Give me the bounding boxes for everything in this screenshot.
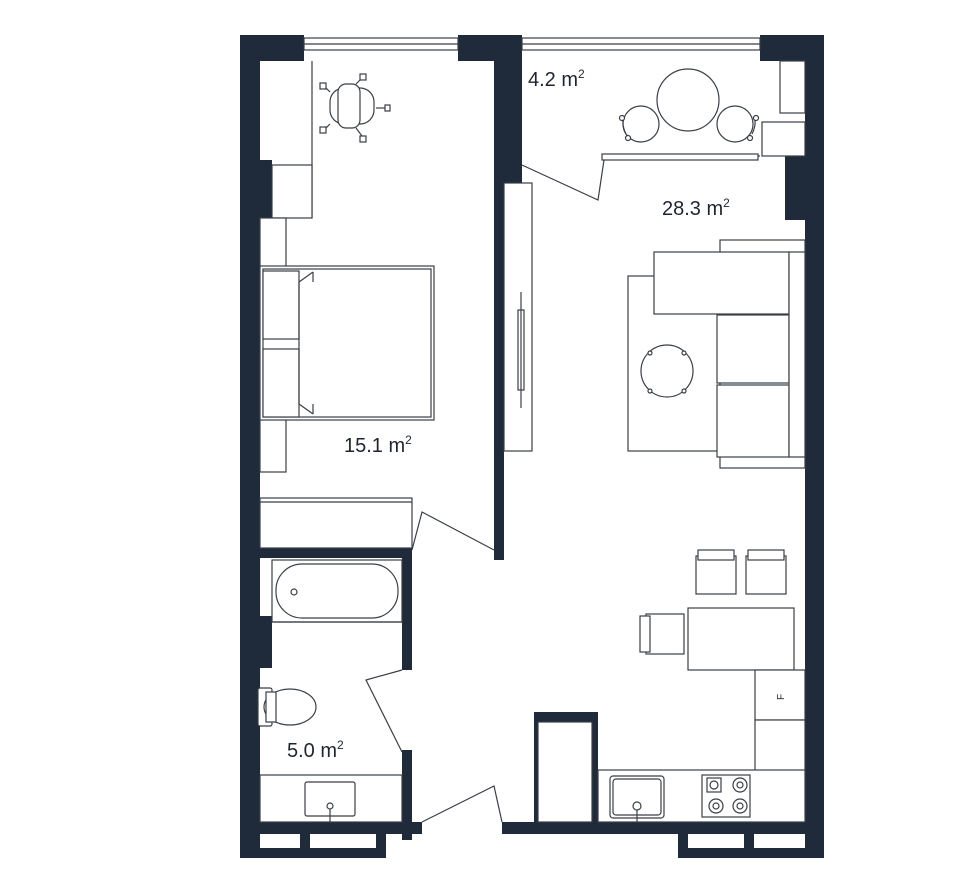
wall-bottom-post-2: [300, 832, 310, 850]
balcony-door-frame: [601, 153, 759, 161]
walls: [240, 35, 824, 858]
bathroom-area-label: 5.0 m2: [287, 738, 344, 762]
balcony-cabinet-lower: [761, 121, 806, 157]
fridge-mark: F: [776, 694, 787, 700]
wall-right: [805, 35, 824, 850]
wall-bottom-post-3: [376, 832, 386, 850]
balcony-table: [656, 68, 720, 132]
wall-bottom-post-1: [240, 832, 254, 850]
dining-set: [639, 549, 795, 671]
wall-bottom-mid: [502, 822, 824, 834]
windows: [303, 37, 761, 51]
wall-balcony-partition: [504, 35, 522, 183]
wall-pantry-left: [534, 712, 538, 827]
balcony-chair-right: [716, 105, 754, 143]
balcony-cabinet-upper: [779, 60, 806, 114]
hall-wardrobe: [537, 721, 593, 823]
bathroom: 5.0 m2: [257, 559, 403, 823]
bedroom: 15.1 m2: [259, 61, 533, 551]
wall-bottom-post-5: [744, 832, 754, 850]
balcony: 4.2 m2: [521, 60, 806, 201]
wall-bath-right-lower: [402, 750, 412, 840]
dining-chair-2: [745, 555, 787, 595]
wall-bath-right-upper: [402, 548, 412, 670]
wall-bottom-base-left: [240, 848, 386, 858]
entry-door-swing: [421, 785, 503, 823]
wall-bottom-post-6: [810, 832, 824, 850]
balcony-door-swing: [521, 159, 605, 201]
bedroom-door-swing: [411, 511, 495, 551]
dining-chair-1: [695, 555, 737, 595]
pillow-top: [262, 270, 300, 340]
bedroom-shelf: [271, 164, 313, 219]
wall-bedroom-living: [494, 35, 504, 560]
kitchen: F: [597, 669, 806, 823]
balcony-area-label: 4.2 m2: [528, 67, 585, 91]
living-room: 28.3 m2 F: [421, 196, 806, 823]
wall-right-notch: [785, 150, 807, 220]
wall-bottom-post-4: [678, 832, 688, 850]
wall-bottom-left: [240, 822, 422, 834]
wall-pantry-right: [592, 712, 598, 827]
corner-sofa: [653, 239, 806, 469]
dining-chair-3: [645, 613, 685, 655]
bedroom-wardrobe: [259, 497, 413, 549]
toilet-icon: [257, 687, 317, 727]
dining-table: [687, 607, 795, 671]
wall-top-left: [240, 35, 304, 61]
bedroom-area-label: 15.1 m2: [344, 433, 412, 457]
living-area-label: 28.3 m2: [662, 196, 730, 220]
wall-left-notch-1: [258, 160, 272, 220]
bathroom-door-swing: [365, 669, 403, 753]
wall-left-notch-2: [258, 616, 272, 668]
office-chair-icon: [319, 73, 391, 143]
double-bed: [259, 265, 435, 421]
wall-bottom-base-right: [678, 848, 824, 858]
wall-left: [240, 35, 260, 850]
wall-pantry-top: [534, 712, 598, 722]
wall-bath-top: [258, 548, 412, 558]
pillow-bottom: [262, 348, 300, 418]
coffee-table: [640, 344, 694, 398]
